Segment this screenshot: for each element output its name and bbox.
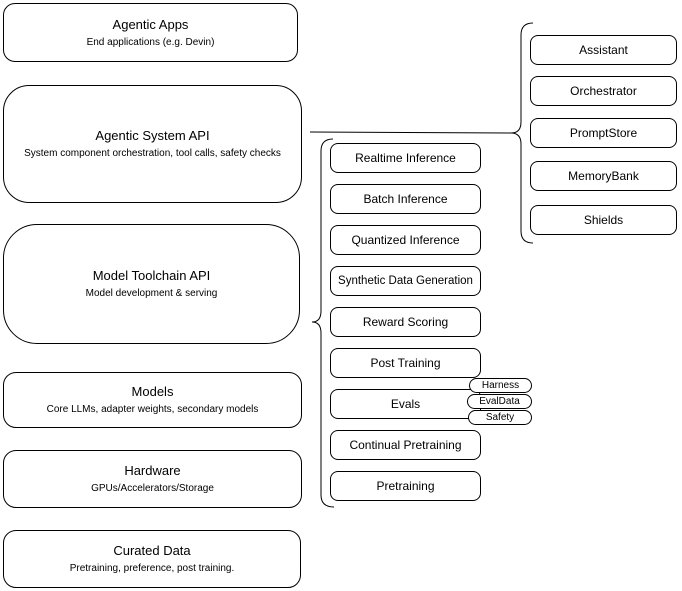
box-title: Agentic System API	[95, 128, 210, 143]
box-subtitle: Pretraining, preference, post training.	[69, 563, 235, 574]
box-synthetic-data-generation: Synthetic Data Generation	[330, 266, 481, 296]
box-agentic-apps: Agentic Apps End applications (e.g. Devi…	[3, 3, 298, 62]
box-title: Model Toolchain API	[92, 268, 211, 283]
box-subtitle: System component orchestration, tool cal…	[24, 148, 281, 159]
box-subtitle: Core LLMs, adapter weights, secondary mo…	[46, 404, 259, 415]
box-evals: Evals	[330, 389, 481, 419]
box-quantized-inference: Quantized Inference	[330, 225, 481, 255]
system-api-connector-line	[309, 131, 512, 134]
box-subtitle: GPUs/Accelerators/Storage	[91, 483, 214, 494]
pill-harness: Harness	[469, 378, 532, 393]
box-title: Models	[131, 384, 174, 399]
box-title: Curated Data	[113, 543, 191, 558]
box-label: Post Training	[370, 356, 441, 370]
box-label: Reward Scoring	[362, 315, 449, 329]
box-label: Continual Pretraining	[349, 438, 462, 452]
box-label: Orchestrator	[570, 84, 637, 98]
pill-label: EvalData	[479, 396, 520, 407]
box-label: Pretraining	[376, 479, 435, 493]
box-label: PromptStore	[569, 126, 638, 140]
pill-evaldata: EvalData	[467, 394, 532, 409]
box-curated-data: Curated Data Pretraining, preference, po…	[3, 530, 301, 588]
pill-label: Safety	[485, 412, 515, 423]
box-hardware: Hardware GPUs/Accelerators/Storage	[3, 450, 302, 508]
box-orchestrator: Orchestrator	[530, 76, 677, 106]
box-promptstore: PromptStore	[530, 118, 677, 148]
box-title: Hardware	[124, 463, 181, 478]
box-reward-scoring: Reward Scoring	[330, 307, 481, 337]
box-title: Agentic Apps	[112, 16, 189, 32]
box-agentic-system-api: Agentic System API System component orch…	[3, 85, 302, 203]
box-shields: Shields	[530, 205, 677, 235]
box-pretraining: Pretraining	[330, 471, 481, 501]
box-batch-inference: Batch Inference	[330, 184, 481, 214]
box-label: Synthetic Data Generation	[338, 275, 473, 287]
pill-label: Harness	[481, 380, 520, 391]
box-continual-pretraining: Continual Pretraining	[330, 430, 481, 460]
box-realtime-inference: Realtime Inference	[330, 143, 481, 173]
box-label: Shields	[583, 213, 624, 227]
box-models: Models Core LLMs, adapter weights, secon…	[3, 372, 302, 428]
box-subtitle: End applications (e.g. Devin)	[86, 36, 215, 48]
box-label: Realtime Inference	[355, 151, 456, 165]
box-label: MemoryBank	[568, 169, 639, 183]
box-assistant: Assistant	[530, 35, 677, 65]
pill-safety: Safety	[468, 410, 532, 425]
box-subtitle: Model development & serving	[85, 288, 218, 299]
box-label: Assistant	[579, 43, 628, 57]
box-label: Quantized Inference	[351, 233, 460, 247]
box-label: Evals	[390, 397, 421, 411]
box-model-toolchain-api: Model Toolchain API Model development & …	[3, 224, 300, 344]
box-post-training: Post Training	[330, 348, 481, 378]
box-label: Batch Inference	[363, 192, 448, 206]
box-memorybank: MemoryBank	[530, 161, 677, 191]
